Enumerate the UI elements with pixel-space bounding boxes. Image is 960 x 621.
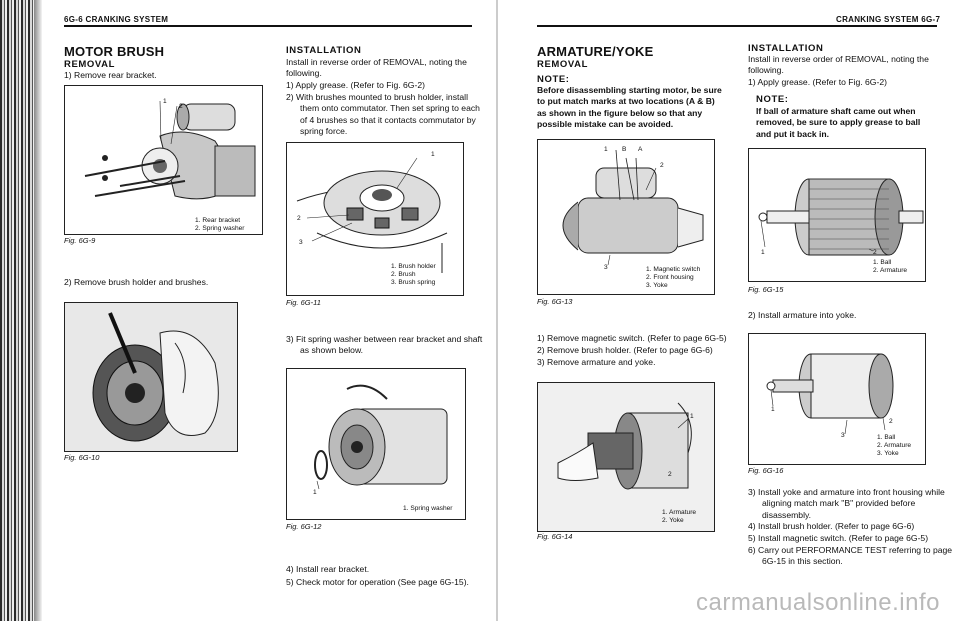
armature-install-intro: Install in reverse order of REMOVAL, not… [748,54,929,76]
fig11-legend-3: 3. Brush spring [391,279,436,286]
fig16-legend-1: 1. Ball [877,434,896,441]
fig16-callout-3: 3 [841,432,845,439]
fig9-callout-2: 2 [179,103,183,110]
armature-install-heading: INSTALLATION [748,43,824,54]
removal-step-2: 2) Remove brush holder and brushes. [64,277,209,287]
fig15-caption: Fig. 6G-15 [748,285,784,294]
right-header-rule [537,25,937,27]
figure-6g-11: 1 2 3 1. Brush holder 2. Brush 3. Brush … [286,142,464,296]
fig16-caption: Fig. 6G-16 [748,466,784,475]
fig13-caption: Fig. 6G-13 [537,297,573,306]
armature-removal-heading: REMOVAL [537,59,588,70]
fig12-caption: Fig. 6G-12 [286,522,322,531]
fig12-legend-1: 1. Spring washer [403,505,453,512]
armature-install-step-6: 6) Carry out PERFORMANCE TEST referring … [748,545,953,567]
fig13-legend-1: 1. Magnetic switch [646,266,701,273]
figure-6g-14: 1 2 1. Armature 2. Yoke [537,382,715,532]
left-page-header: 6G-6 CRANKING SYSTEM [64,15,169,24]
fig10-caption: Fig. 6G-10 [64,453,100,462]
fig9-callout-1: 1 [163,98,167,105]
figure-6g-10 [64,302,238,452]
fig11-callout-1: 1 [431,151,435,158]
fig13-callout-3: 3 [604,264,608,271]
spring-washer-illustration [314,384,448,490]
rear-bracket-illustration [84,100,256,200]
figure-6g-13: 1 B A 2 3 1. Magnetic switch 2. Front ho… [537,139,715,295]
note-text: Before disassembling starting motor, be … [537,85,722,130]
armature-install-step-3: 3) Install yoke and armature into front … [748,487,945,520]
fig9-legend-2: 2. Spring washer [195,225,245,232]
fig11-callout-3: 3 [299,239,303,246]
armature-removal-photo [538,383,714,531]
fig9-legend-1: 1. Rear bracket [195,217,241,224]
install-step-5: 5) Check motor for operation (See page 6… [286,577,469,587]
armature-removal-step-3: 3) Remove armature and yoke. [537,357,656,367]
brush-holder-illustration [296,157,448,273]
fig14-legend-1: 1. Armature [662,509,697,516]
install-step-1: 1) Apply grease. (Refer to Fig. 6G-2) [286,80,425,90]
fig13-callout-1: 1 [604,146,608,153]
fig13-legend-2: 2. Front housing [646,274,694,281]
armature-yoke-title: ARMATURE/YOKE [537,44,654,59]
figure-6g-9: 1 2 1. Rear bracket 2. Spring washer [64,85,263,235]
fig12-callout-1: 1 [313,489,317,496]
figure-6g-12: 1 1. Spring washer [286,368,466,520]
left-header-rule [64,25,472,27]
fig13-callout-a: A [638,146,643,153]
fig11-legend-2: 2. Brush [391,271,416,278]
fig16-callout-2: 2 [889,418,893,425]
binding-shadow [34,0,42,621]
starter-match-marks-illustration [562,149,704,266]
fig15-callout-2: 2 [873,249,877,256]
right-page-header: CRANKING SYSTEM 6G-7 [836,15,941,24]
fig15-legend-2: 2. Armature [873,267,908,274]
fig15-legend-1: 1. Ball [873,259,892,266]
fig11-legend-1: 1. Brush holder [391,263,436,270]
install-step-4: 4) Install rear bracket. [286,564,370,574]
note2-label: NOTE: [756,94,789,105]
figure-6g-16: 1 2 3 1. Ball 2. Armature 3. Yoke [748,333,926,465]
armature-yoke-illustration [766,353,894,435]
fig14-caption: Fig. 6G-14 [537,532,573,541]
removal-step-1: 1) Remove rear bracket. [64,70,157,80]
armature-install-step-2: 2) Install armature into yoke. [748,310,857,320]
motor-brush-install-heading: INSTALLATION [286,45,362,56]
install-intro: Install in reverse order of REMOVAL, not… [286,57,467,79]
motor-brush-title: MOTOR BRUSH [64,44,165,59]
watermark: carmanualsonline.info [696,589,940,616]
figure-6g-15: 1 2 1. Ball 2. Armature [748,148,926,282]
fig9-caption: Fig. 6G-9 [64,236,96,245]
install-step-2: 2) With brushes mounted to brush holder,… [286,92,480,137]
fig13-callout-2: 2 [660,162,664,169]
fig11-callout-2: 2 [297,215,301,222]
page-gutter [496,0,498,621]
fig13-legend-3: 3. Yoke [646,282,668,289]
install-step-3: 3) Fit spring washer between rear bracke… [286,334,483,356]
armature-install-step-4: 4) Install brush holder. (Refer to page … [748,521,915,531]
fig14-callout-1: 1 [690,413,694,420]
note-label: NOTE: [537,74,570,85]
armature-removal-step-1: 1) Remove magnetic switch. (Refer to pag… [537,333,727,343]
fig11-caption: Fig. 6G-11 [286,298,321,307]
armature-install-step-5: 5) Install magnetic switch. (Refer to pa… [748,533,929,543]
fig16-legend-2: 2. Armature [877,442,912,449]
fig16-legend-3: 3. Yoke [877,450,899,457]
fig13-callout-b: B [622,146,627,153]
fig16-callout-1: 1 [771,406,775,413]
armature-install-step-1: 1) Apply grease. (Refer to Fig. 6G-2) [748,77,887,87]
armature-removal-step-2: 2) Remove brush holder. (Refer to page 6… [537,345,713,355]
brush-removal-photo [65,303,237,451]
fig14-legend-2: 2. Yoke [662,517,684,524]
fig15-callout-1: 1 [761,249,765,256]
note2-text: If ball of armature shaft came out when … [756,106,921,139]
armature-ball-illustration [758,178,924,256]
motor-brush-removal-heading: REMOVAL [64,59,115,70]
fig14-callout-2: 2 [668,471,672,478]
book-binding-edge [0,0,34,621]
